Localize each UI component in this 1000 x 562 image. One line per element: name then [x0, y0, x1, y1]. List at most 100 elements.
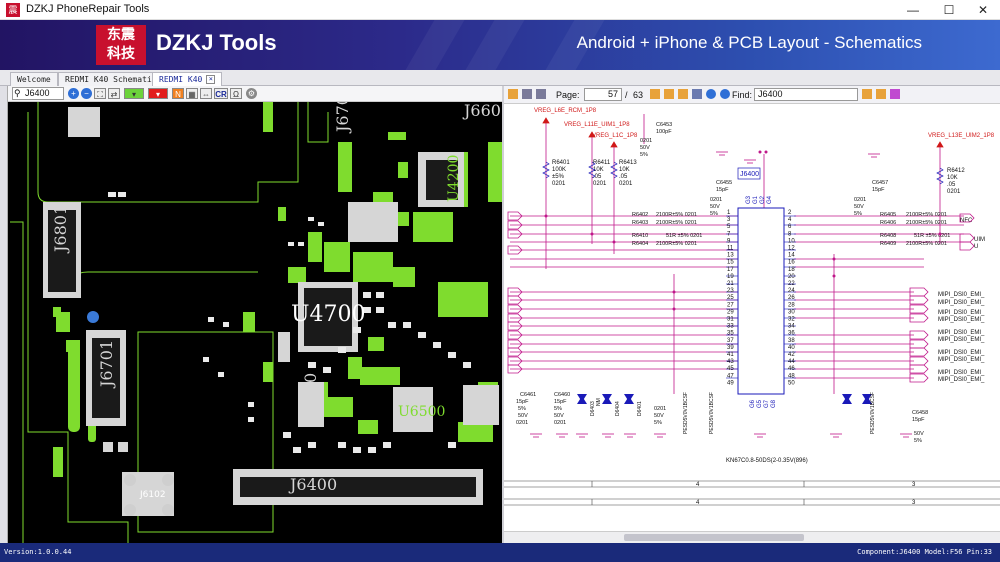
d6403-ref: D6403	[590, 401, 596, 416]
prev-page-icon[interactable]	[664, 89, 674, 99]
c6458-value: 15pF	[912, 417, 925, 423]
pin-number: 24	[788, 288, 795, 294]
zoom-in-icon[interactable]: +	[68, 88, 79, 99]
r6411-value: 10K	[593, 167, 604, 173]
status-bar: Version:1.0.0.44 Component:J6400 Model:F…	[0, 543, 1000, 562]
brand-name: DZKJ Tools	[156, 30, 277, 55]
net-labels: VREG_L6E_RCM_1P8 VREG_L11E_UIM1_1P8 VREG…	[534, 108, 995, 139]
pin-number: 16	[788, 260, 795, 266]
schematic-view[interactable]: J6400 G3 G1 G2 G4 G6 G5 G7 G8	[504, 104, 1000, 531]
tab-welcome[interactable]: Welcome	[10, 72, 58, 86]
r6406-value: 2100R±5% 0201	[906, 220, 947, 226]
pin-number: 25	[727, 295, 734, 301]
tab-redmi-k40[interactable]: REDMI K40×	[152, 72, 223, 86]
pin-number: 12	[788, 246, 795, 252]
ohm-button[interactable]: Ω	[230, 88, 242, 99]
schematic-canvas[interactable]: J6400 G3 G1 G2 G4 G6 G5 G7 G8	[504, 104, 1000, 531]
pin-g7: G7	[764, 399, 770, 408]
net-vreg-l11e: VREG_L11E_UIM1_1P8	[564, 122, 630, 128]
app-banner: 东震 科技 DZKJ Tools Android + iPhone & PCB …	[0, 20, 1000, 70]
version-text: Version:1.0.0.44	[4, 548, 72, 556]
pin-number: 32	[788, 317, 795, 323]
pin-g3: G3	[746, 195, 752, 204]
search-value: J6400	[25, 88, 50, 98]
pin-number: 15	[727, 260, 734, 266]
pin-number: 19	[727, 274, 734, 280]
grid-icon[interactable]: ▦	[186, 88, 198, 99]
pcb-search-input[interactable]: ⚲J6400	[12, 87, 64, 100]
r6411-ref: R6411	[593, 160, 611, 166]
flip-icon[interactable]: ⇄	[108, 88, 120, 99]
pin-number: 40	[788, 345, 795, 351]
app-icon: 震	[6, 3, 20, 17]
pin-number: 9	[727, 238, 731, 244]
highlight-color-select[interactable]: ▾	[148, 88, 168, 99]
find-next-icon[interactable]	[876, 89, 886, 99]
r6412-tol: .05	[947, 182, 956, 188]
right-net-labels: NFC UIM U MIPI_DSI0_EMI_ MIPI_DSI0_EMI_ …	[938, 218, 985, 383]
label-j6701: J6701	[97, 340, 116, 389]
copy-icon[interactable]	[536, 89, 546, 99]
c6457-value: 15pF	[872, 187, 885, 193]
connector-j6400[interactable]	[737, 207, 785, 395]
highlight-icon[interactable]	[890, 89, 900, 99]
logo-line-2: 科技	[107, 46, 135, 62]
tab-redmi-k40-schematic[interactable]: REDMI K40 Schematic	[58, 72, 164, 86]
fit-icon[interactable]: ⛶	[94, 88, 106, 99]
find-input[interactable]: J6400	[754, 88, 858, 101]
tab-label: REDMI K40	[159, 75, 203, 84]
pin-number: 5	[727, 224, 731, 230]
settings-icon[interactable]: ⚙	[246, 88, 257, 99]
cr-button[interactable]: CR	[214, 88, 228, 99]
scrollbar-thumb[interactable]	[624, 534, 804, 541]
filter-labels: R6402 2100R±5% 0201 R6403 2100R±5% 0201 …	[632, 212, 950, 247]
pin-number: 48	[788, 373, 795, 379]
blue-test-pad	[87, 311, 99, 323]
open-icon[interactable]	[508, 89, 518, 99]
pcb-canvas[interactable]: J6801 J6701 J6200 J6400 J6600 J670 U4700…	[8, 102, 502, 543]
zoom-out-icon[interactable]: −	[81, 88, 92, 99]
label-j670: J670	[333, 102, 352, 134]
pane-splitter[interactable]	[502, 86, 504, 543]
first-page-icon[interactable]	[650, 89, 660, 99]
net-uim: UIM	[974, 237, 985, 243]
pcb-layout-view[interactable]: J6801 J6701 J6200 J6400 J6600 J670 U4700…	[8, 102, 502, 543]
layer-color-select[interactable]: ▾	[124, 88, 144, 99]
close-button[interactable]: ✕	[977, 3, 989, 17]
measure-icon[interactable]: ⇔	[200, 88, 212, 99]
label-j6200: J6200	[301, 373, 320, 422]
pin-number: 2	[788, 210, 792, 216]
find-prev-icon[interactable]	[862, 89, 872, 99]
pin-number: 3	[727, 217, 731, 223]
pin-number: 31	[727, 317, 734, 323]
next-page-icon[interactable]	[678, 89, 688, 99]
pin-number: 35	[727, 331, 734, 337]
title-block-grid	[504, 480, 1000, 506]
net-icon[interactable]: N	[172, 88, 184, 99]
pin-number: 49	[727, 380, 734, 386]
print-icon[interactable]	[522, 89, 532, 99]
zoom-in-icon[interactable]	[706, 89, 716, 99]
pin-number: 29	[727, 309, 734, 315]
zoom-out-icon[interactable]	[720, 89, 730, 99]
r6404-ref: R6404	[632, 241, 648, 247]
grid-col-3-bottom: 3	[912, 500, 916, 506]
c6453-volt: 50V	[640, 145, 650, 151]
fit-page-icon[interactable]	[692, 89, 702, 99]
diode-labels: D6403 D6404 D6401 NM PESD5V0V1BCSF PESD5…	[590, 392, 876, 434]
c6460-pkg: 0201	[554, 420, 566, 426]
r6410-value: 51R ±5% 0201	[666, 233, 702, 239]
minimize-button[interactable]: —	[907, 3, 919, 17]
tab-close-icon[interactable]: ×	[206, 75, 216, 84]
net-mipi-10: MIPI_DSI0_EMI_	[938, 377, 985, 383]
r6411-pkg: 0201	[593, 181, 607, 187]
net-mipi-3: MIPI_DSI0_EMI_	[938, 310, 985, 316]
connector-ref-highlight	[737, 167, 761, 180]
page-number-input[interactable]: 57	[584, 88, 622, 101]
c6453-ref: C6453	[656, 122, 672, 128]
maximize-button[interactable]: ☐	[943, 3, 955, 17]
pin-number: 8	[788, 231, 792, 237]
noop60	[634, 89, 644, 99]
window-title: DZKJ PhoneRepair Tools	[26, 3, 150, 15]
schematic-hscrollbar[interactable]	[504, 531, 1000, 543]
